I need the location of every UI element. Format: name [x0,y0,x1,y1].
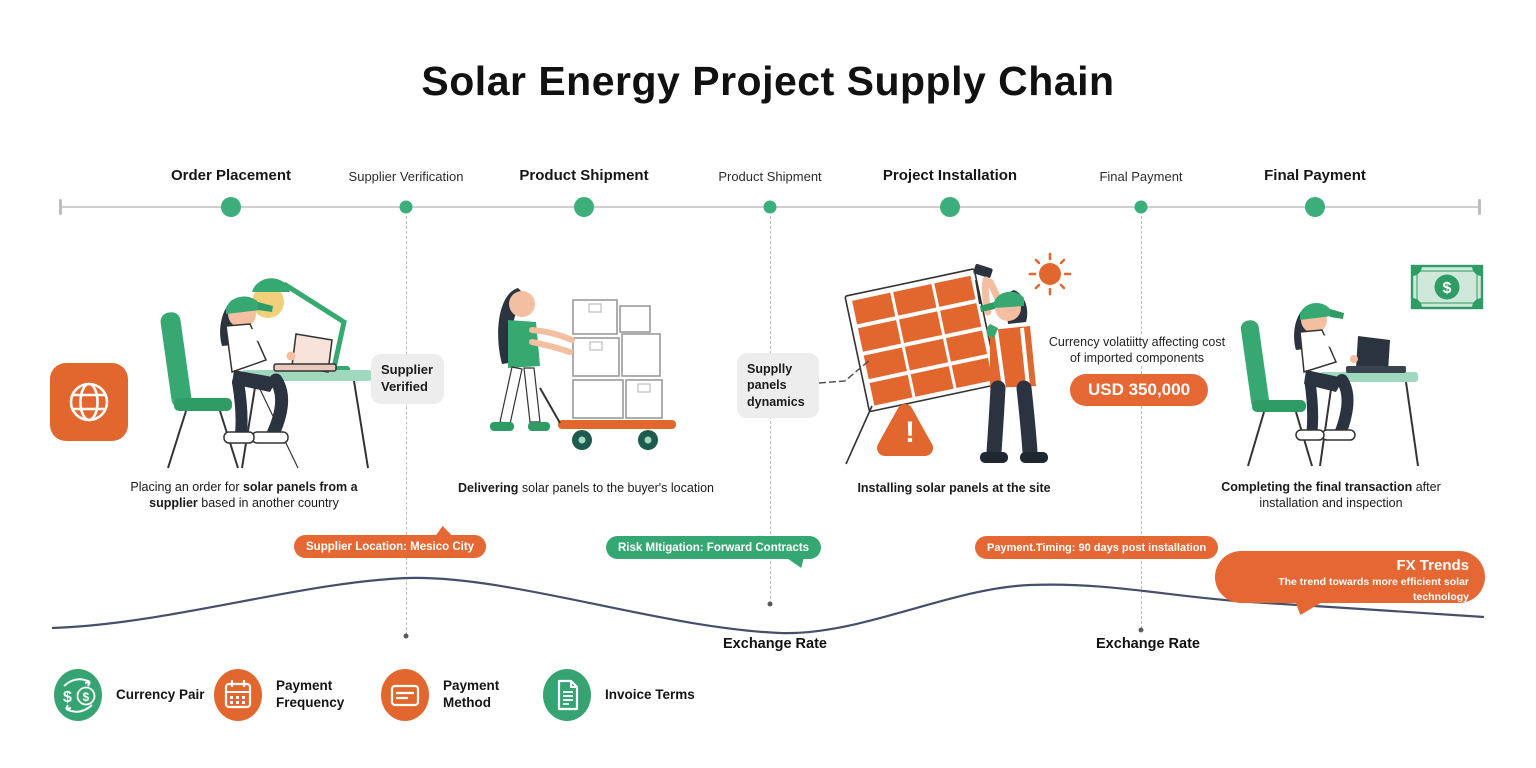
svg-text:$: $ [1443,280,1452,297]
final-payment-illustration [1238,272,1423,470]
credit-card-icon [381,669,429,721]
banner-tail [435,526,456,536]
milestone-label-product-shipment-minor: Product Shipment [718,169,822,184]
svg-text:$: $ [63,689,72,706]
supplier-location-banner: Supplier Location: Mesico City [294,526,487,558]
calendar-icon [214,669,262,721]
fx-trends-bubble: FX Trends The trend towards more efficie… [1215,551,1485,615]
timeline-end-tick [1478,199,1481,215]
dashed-connector-line [406,216,407,635]
fx-trends-title: FX Trends [1396,557,1469,574]
milestone-dot [574,197,594,217]
supply-panels-callout: Supplly panels dynamics [737,353,819,418]
exchange-rate-label-left: Exchange Rate [723,636,827,652]
connector-end-dot [1138,627,1144,633]
callout-connector-line [815,350,877,392]
globe-icon [50,363,128,441]
stage-description-installation: Installing solar panels at the site [857,481,1051,495]
currency-volatility-note: Currency volatiitty affecting cost of im… [1042,334,1232,366]
milestone-dot [399,200,413,214]
document-icon [543,669,591,721]
fx-trends-subtitle: The trend towards more efficient solar t… [1278,576,1469,603]
legend-item-currency-pair: $ $ Currency Pair [54,668,208,722]
svg-text:$: $ [83,690,90,704]
milestone-dot [940,197,960,217]
currency-exchange-icon: $ $ [54,669,102,721]
milestone-dot [763,200,777,214]
dashed-connector-line [1141,216,1142,629]
legend-item-invoice-terms: Invoice Terms [543,668,695,722]
milestone-dot [221,197,241,217]
stage-description-payment: Completing the final transaction after i… [1221,480,1441,511]
legend-item-payment-method: Payment Method [381,668,535,722]
stage-description-shipment: Delivering solar panels to the buyer's l… [458,481,714,495]
milestone-label-final-payment-minor: Final Payment [1099,169,1183,184]
usd-amount-badge: USD 350,000 [1069,374,1209,406]
connector-end-dot [767,601,773,607]
milestone-dot [1134,200,1148,214]
payment-timing-banner: Payment.Timing: 90 days post installatio… [975,536,1219,559]
milestone-label-product-shipment: Product Shipment [519,167,649,184]
bubble-tail [1291,600,1326,615]
milestone-dot [1305,197,1325,217]
exchange-rate-label-right: Exchange Rate [1096,636,1200,652]
risk-mitigation-banner: Risk MItigation: Forward Contracts [606,536,822,568]
legend-item-payment-frequency: Payment Frequency [214,668,368,722]
product-shipment-illustration [478,272,693,470]
stage-description-order: Placing an order for solar panels from a… [130,480,358,511]
timeline-start-tick [59,199,62,215]
project-installation-illustration: ! [838,246,1078,474]
sun [1028,252,1072,296]
milestone-label-project-installation: Project Installation [882,167,1018,184]
order-placement-illustration [146,260,376,470]
supplier-verified-callout: Supplier Verified [371,354,444,404]
svg-text:!: ! [905,416,915,449]
milestone-label-final-payment: Final Payment [1264,167,1366,184]
page-title: Solar Energy Project Supply Chain [421,58,1115,104]
milestone-label-order-placement: Order Placement [170,167,292,184]
connector-end-dot [403,633,409,639]
money-bill-icon: $ [1410,264,1484,310]
milestone-label-supplier-verification: Supplier Verification [348,169,464,184]
banner-tail [786,558,807,568]
